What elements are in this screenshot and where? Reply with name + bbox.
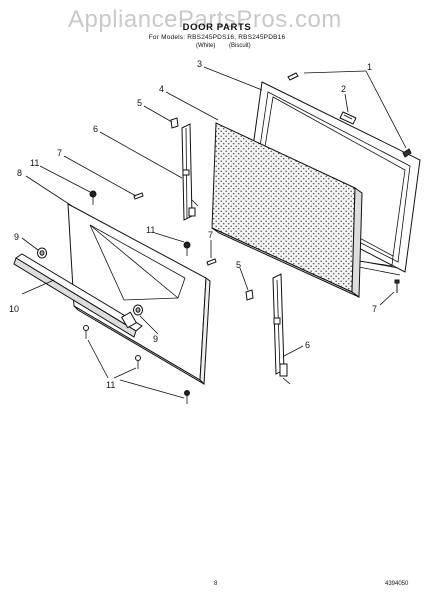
- end-cap-left: [37, 247, 47, 259]
- callout-9-right: 9: [153, 334, 158, 344]
- callout-5-right: 5: [236, 260, 241, 270]
- side-trim-right: [272, 273, 291, 385]
- callout-11-top: 11: [30, 158, 39, 168]
- callout-7-right: 7: [372, 304, 377, 314]
- callout-1: 1: [367, 62, 372, 72]
- outer-door-panel: [67, 203, 211, 386]
- callout-11-mid: 11: [146, 225, 155, 235]
- screw-11-bottom-c: [184, 390, 190, 404]
- leader-lines: [21, 66, 407, 399]
- side-trim-left: [181, 123, 199, 221]
- callout-5-top: 5: [137, 98, 142, 108]
- watermark: AppliancePartsPros.com: [68, 6, 342, 33]
- door-handle: [13, 253, 143, 338]
- callout-11-bottom: 11: [106, 380, 115, 390]
- door-insulation: [211, 122, 363, 298]
- screw-11-bottom-b: [135, 355, 141, 369]
- diagram-title: DOOR PARTS: [182, 22, 252, 33]
- callout-2: 2: [341, 84, 346, 94]
- color-biscuit: (Biscuit): [229, 43, 251, 49]
- screw-7-mid: [206, 258, 217, 266]
- screw-7-top: [133, 192, 144, 200]
- document-number: 4394050: [385, 581, 409, 587]
- callout-4: 4: [159, 84, 164, 94]
- callout-10: 10: [9, 304, 19, 314]
- color-list: (White) (Biscuit): [196, 43, 263, 49]
- screw-top-right: [402, 148, 412, 158]
- end-cap-right: [133, 304, 143, 316]
- callout-6-right: 6: [305, 340, 310, 350]
- screw-11-top: [89, 190, 97, 205]
- screw-11-bottom-a: [83, 325, 89, 339]
- callout-7-mid: 7: [208, 230, 213, 240]
- callout-3: 3: [197, 59, 202, 69]
- callout-6-left: 6: [93, 124, 98, 134]
- screw-7-right: [394, 279, 400, 293]
- color-white: (White): [196, 43, 216, 49]
- clip-5-right: [245, 289, 254, 301]
- page-number: 8: [214, 581, 218, 587]
- model-list: For Models: RBS245PDS16, RBS245PDB16: [148, 34, 286, 41]
- screw-top-left: [287, 72, 299, 81]
- callout-9-left: 9: [14, 232, 19, 242]
- callout-7-top: 7: [57, 148, 62, 158]
- callout-8: 8: [17, 168, 22, 178]
- small-label-plate: [339, 111, 357, 125]
- screw-11-mid: [183, 241, 191, 256]
- clip-5-top: [170, 117, 179, 129]
